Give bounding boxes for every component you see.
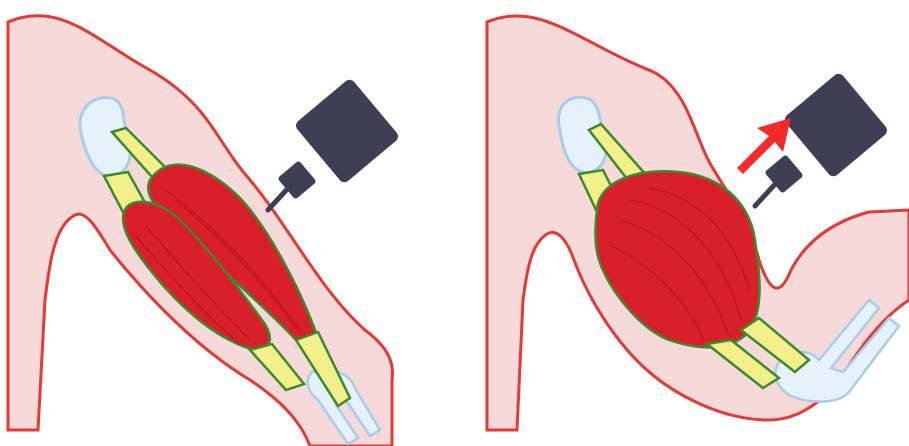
panel-relaxed-arm	[0, 0, 430, 446]
contracted-arm-illustration	[479, 0, 909, 446]
panel-contracted-arm	[479, 0, 909, 446]
probe-icon	[268, 77, 400, 210]
relaxed-arm-illustration	[0, 0, 430, 446]
